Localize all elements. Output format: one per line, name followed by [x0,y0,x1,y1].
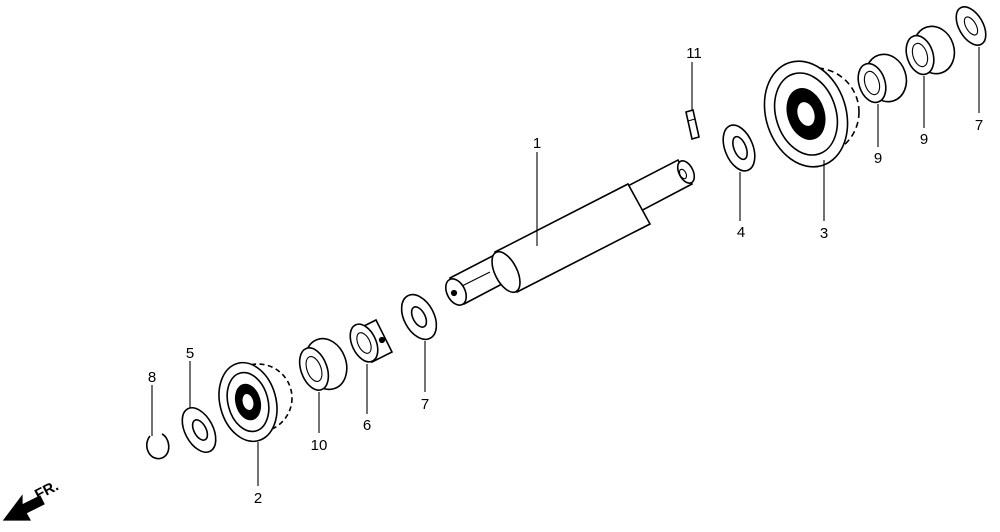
leader-lines [151,47,980,486]
callout-gear-right: 3 [820,225,828,242]
callout-washer-5: 5 [186,345,194,362]
shaft [444,158,696,306]
pin [685,108,700,141]
bearing-10 [298,337,348,391]
gear-right [763,60,860,168]
bearing-9b [905,25,956,76]
washer-7-mid [400,293,438,341]
callout-bearing-9a: 9 [874,150,882,167]
callouts: 1 11 4 3 9 9 7 7 6 10 2 5 8 [148,45,983,507]
washer-5 [181,407,217,453]
callout-shaft: 1 [533,135,541,152]
callout-pin: 11 [686,45,702,62]
callout-gear-left: 2 [254,490,262,507]
callout-washer-7-right: 7 [975,117,983,134]
washer-4 [722,124,756,172]
callout-washer-7-mid: 7 [421,396,429,413]
gear-left [218,361,293,443]
circlip [146,433,170,460]
callout-collar: 6 [363,417,371,434]
callout-washer-4: 4 [737,224,745,241]
bearing-9a [857,53,908,104]
callout-bearing-9b: 9 [920,131,928,148]
collar [349,318,394,364]
washer-7-right [955,6,987,46]
front-direction-indicator: FR. [2,477,61,521]
front-arrow-icon [2,494,45,521]
callout-circlip: 8 [148,369,156,386]
callout-bearing-10: 10 [311,437,328,454]
